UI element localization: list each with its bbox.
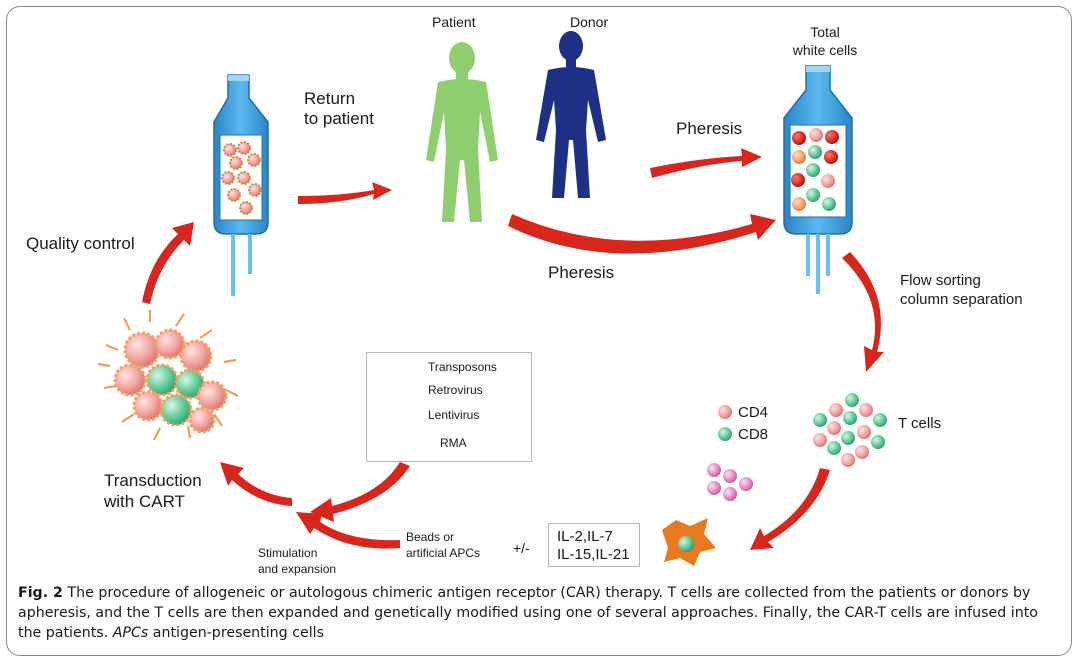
vector-legend — [366, 352, 532, 462]
legend-label-rma: RMA — [440, 436, 467, 450]
label-white-cells: white cells — [792, 42, 858, 58]
label-expansion: and expansion — [258, 562, 337, 576]
label-transduction: Transduction — [104, 471, 202, 490]
label-to-patient: to patient — [304, 109, 374, 128]
patient-figure — [426, 42, 498, 222]
label-pheresis-bottom: Pheresis — [548, 263, 615, 282]
label-plus-minus: +/- — [513, 540, 530, 556]
label-total: Total — [810, 24, 840, 40]
cd8-cell-icon — [718, 427, 732, 441]
label-stimulation: Stimulation — [258, 546, 318, 560]
arrow-vector-to-transduction — [310, 462, 410, 522]
arrow-quality-control — [142, 222, 194, 304]
label-column-separation: column separation — [900, 291, 1023, 308]
legend-label-lentivirus: Lentivirus — [428, 408, 480, 422]
legend-label-transposons: Transposons — [428, 360, 497, 374]
arrows — [142, 148, 884, 550]
apc-cell-icon — [662, 518, 716, 566]
caption-fig-label: Fig. 2 — [18, 585, 63, 601]
expanded-cell-cluster — [707, 463, 753, 501]
caption-text-2: antigen-presenting cells — [148, 625, 324, 641]
arrow-flow-sorting — [842, 252, 884, 372]
arrow-return-to-patient — [298, 182, 392, 204]
cytokine-line-1: IL-2,IL-7 — [557, 528, 613, 545]
cd4-cell-icon — [718, 405, 732, 419]
arrow-to-cart-cluster — [220, 462, 292, 506]
arrow-pheresis-top — [650, 148, 762, 178]
label-t-cells: T cells — [898, 415, 942, 432]
cytokine-box: IL-2,IL-7 IL-15,IL-21 — [548, 523, 640, 567]
label-donor: Donor — [570, 14, 609, 30]
label-flow-sorting: Flow sorting — [900, 272, 981, 289]
arrow-pheresis-bottom — [508, 214, 776, 254]
car-t-cell-cluster-small — [221, 141, 262, 215]
figure-frame — [6, 6, 1072, 656]
label-cd4: CD4 — [738, 404, 769, 421]
car-t-cell-cluster — [97, 310, 239, 441]
cytokine-line-2: IL-15,IL-21 — [557, 546, 630, 563]
arrow-beads-to-stimulation — [296, 512, 400, 549]
label-return: Return — [304, 89, 356, 108]
caption-apcs: APCs — [112, 625, 149, 641]
label-patient: Patient — [432, 14, 476, 30]
t-cells-cluster — [813, 393, 887, 467]
figure-caption: Fig. 2 The procedure of allogeneic or au… — [18, 583, 1058, 643]
caption-text-1: The procedure of allogeneic or autologou… — [18, 585, 1038, 641]
legend-label-retrovirus: Retrovirus — [428, 383, 483, 397]
collection-bag-right — [783, 65, 853, 294]
arrow-tcells-to-apc — [750, 468, 830, 550]
label-beads: Beads or — [406, 530, 455, 544]
label-pheresis-top: Pheresis — [676, 119, 743, 138]
label-quality-control: Quality control — [26, 234, 135, 253]
white-cell-mix — [791, 128, 839, 211]
label-with-cart: with CART — [104, 492, 185, 511]
donor-figure — [536, 31, 606, 198]
label-artificial-apcs: artificial APCs — [406, 546, 481, 560]
infusion-bag-left — [213, 74, 269, 296]
label-cd8: CD8 — [738, 426, 769, 443]
